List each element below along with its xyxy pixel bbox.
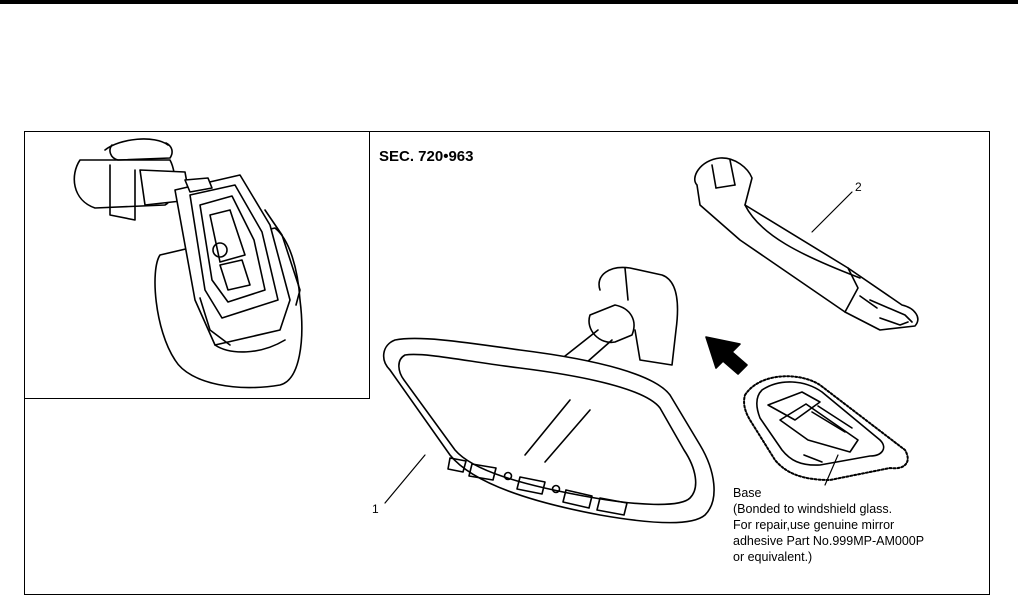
callout-1-mirror: 1 [372,502,379,516]
mirror-base [743,375,909,486]
base-note-line: adhesive Part No.999MP-AM000P [733,534,925,548]
detail-inset-frame [24,131,370,399]
base-note-line: or equivalent.) [733,550,813,564]
base-note-line: (Bonded to windshield glass. [733,502,893,516]
mirror-assembly [382,266,715,524]
removal-tool [694,157,919,331]
header-rule [0,0,1018,4]
assembly-direction-arrow [705,336,748,375]
section-number-label: SEC. 720•963 [379,148,474,165]
base-note: Base (Bonded to windshield glass. For re… [733,485,924,565]
base-note-line: Base [733,486,762,500]
callout-2-tool: 2 [855,180,862,194]
base-note-line: For repair,use genuine mirror [733,518,895,532]
inset-detail-drawing [73,138,303,389]
